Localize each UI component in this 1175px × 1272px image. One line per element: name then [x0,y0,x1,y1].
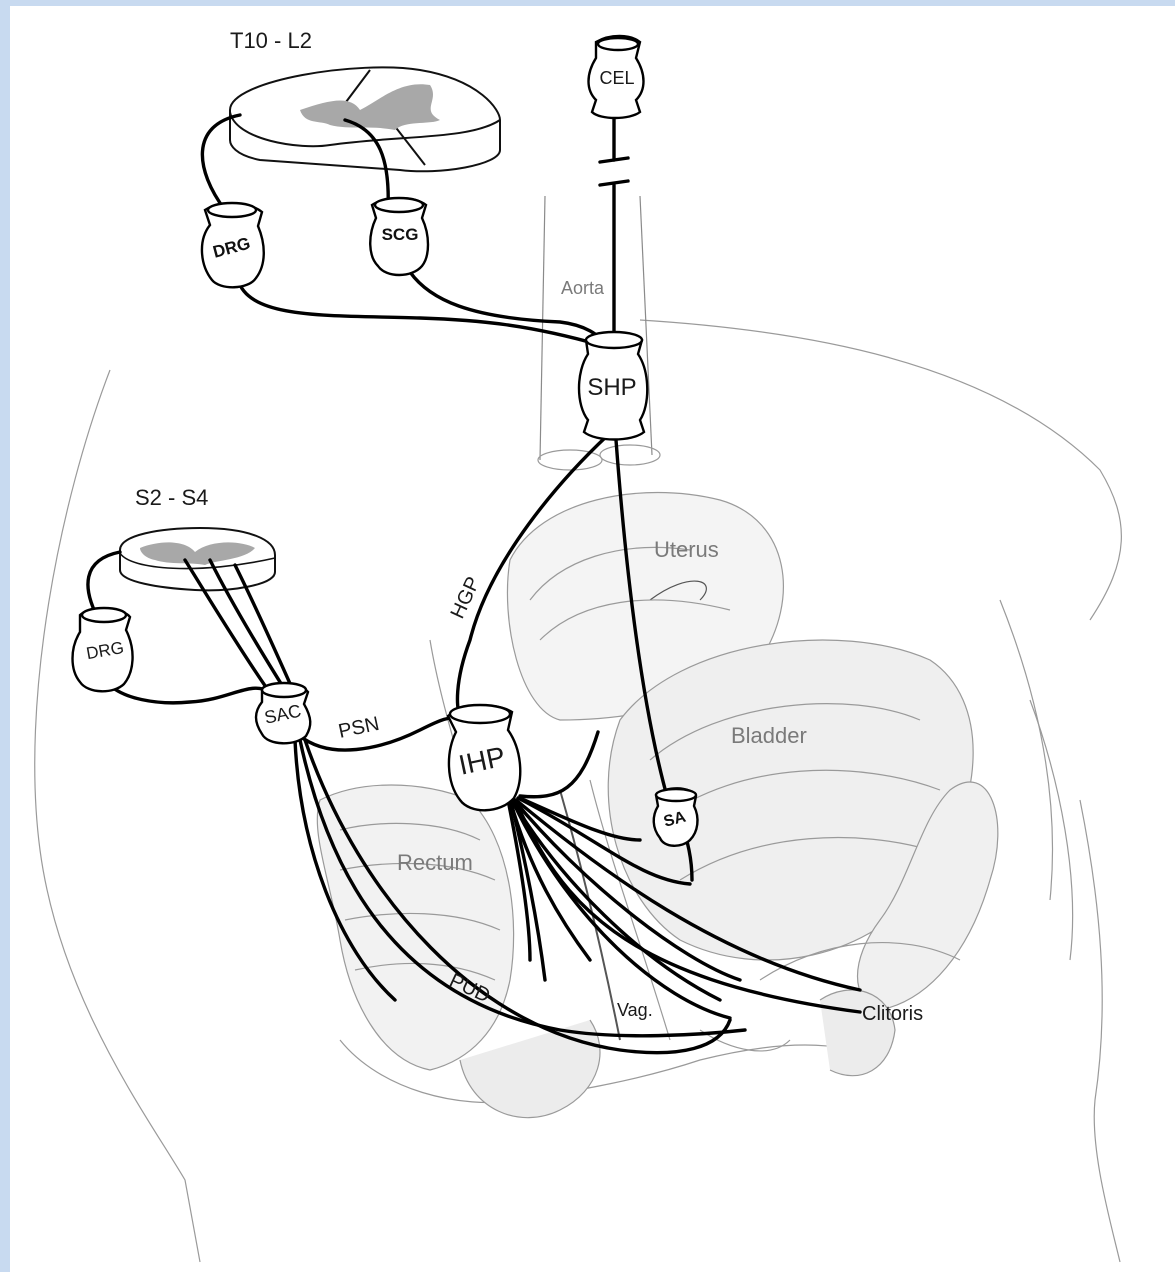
psn-label: PSN [336,713,381,743]
segment-label-t10-l2: T10 - L2 [230,28,312,53]
scg-label: SCG [382,225,419,244]
celiac-ganglion: CEL [589,36,644,118]
spinal-segment-upper: T10 - L2 [230,28,500,171]
celiac-label: CEL [599,68,634,88]
ihp-ganglion: IHP [448,705,520,810]
clitoris-label: Clitoris [862,1003,923,1025]
scg-ganglion: SCG [370,198,428,275]
spinal-segment-lower: S2 - S4 [120,485,275,590]
sa-ganglion: SA [654,788,698,845]
rectum-label: Rectum [397,850,473,875]
bladder-label: Bladder [731,723,807,748]
illustration-canvas: T10 - L2 S2 - S4 [10,6,1175,1272]
pelvis-sketch [35,196,1122,1262]
vagina-label: Vag. [617,1000,653,1020]
segment-label-s2-s4: S2 - S4 [135,485,208,510]
shp-ganglion: SHP [579,332,647,440]
drg-lower: DRG [73,608,133,691]
aorta-label: Aorta [561,278,605,298]
uterus-label: Uterus [654,537,719,562]
shp-label: SHP [587,374,636,401]
drg-upper: DRG [202,203,264,287]
sac-ganglion: SAC [256,683,310,743]
rectum-outline [317,785,513,1070]
